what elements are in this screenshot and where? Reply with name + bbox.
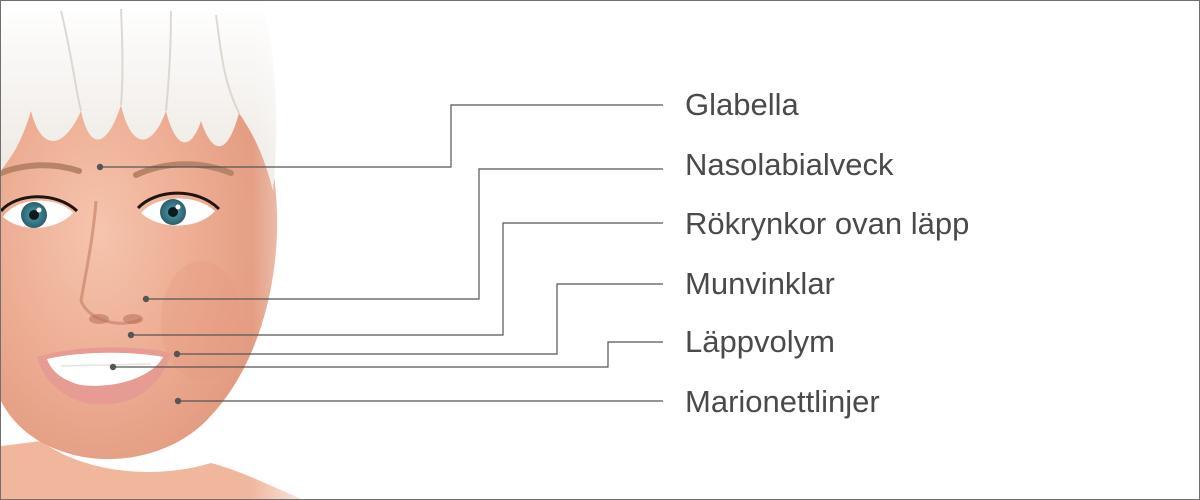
label-lappvolym: Läppvolym [685,324,835,359]
neck [1,441,301,499]
hair [1,1,277,191]
label-marionettlinjer: Marionettlinjer [685,384,880,419]
label-glabella: Glabella [685,87,799,122]
label-munvinklar: Munvinklar [685,266,835,301]
left-eye [1,195,79,228]
label-rokrynkor: Rökrynkor ovan läpp [685,206,970,241]
label-nasolabialveck: Nasolabialveck [685,147,894,182]
